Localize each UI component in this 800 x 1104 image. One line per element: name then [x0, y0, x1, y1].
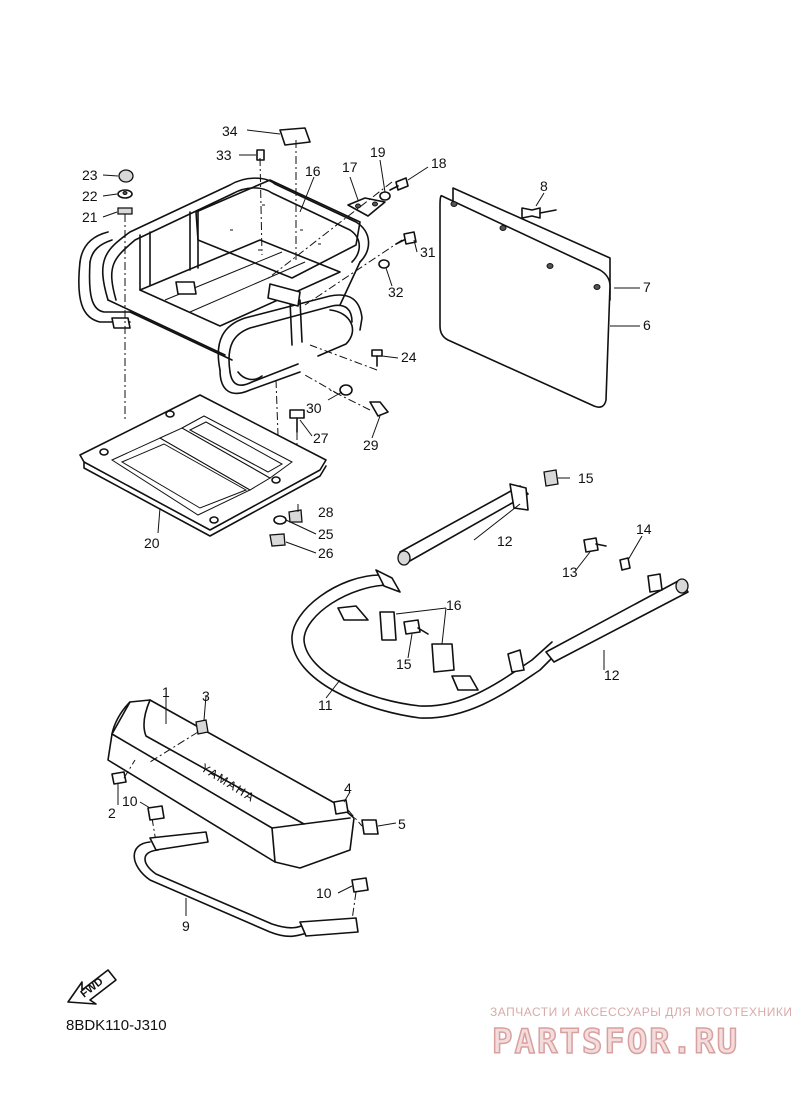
callout-labels: 34 33 23 22 21 16 17 19 18 8 7 6 31 32 2…: [82, 123, 652, 934]
callout: 31: [420, 244, 436, 260]
callout: 18: [431, 155, 447, 171]
callout: 20: [144, 535, 160, 551]
callout: 9: [182, 918, 190, 934]
plate-assembly: [439, 187, 611, 408]
callout: 21: [82, 209, 98, 225]
callout: 17: [342, 159, 358, 175]
callout: 4: [344, 780, 352, 796]
callout: 10: [316, 885, 332, 901]
callout: 22: [82, 188, 98, 204]
watermark-logo: PARTSFOR.RU: [491, 1021, 740, 1063]
callout: 32: [388, 284, 404, 300]
callout: 24: [401, 349, 417, 365]
callout: 11: [318, 697, 333, 713]
front-bumper: YAMAHA: [107, 699, 379, 869]
label-plate: [279, 127, 311, 146]
callout: 14: [636, 521, 652, 537]
callout: 8: [540, 178, 548, 194]
bumper-stay: [133, 805, 369, 938]
callout: 23: [82, 167, 98, 183]
diagram-code: 8BDK110-J310: [66, 1017, 167, 1034]
callout: 12: [604, 667, 620, 683]
callout: 30: [306, 400, 322, 416]
callout: 7: [643, 279, 651, 295]
callout: 16: [446, 597, 462, 613]
callout: 15: [396, 656, 412, 672]
callout: 16: [305, 163, 321, 179]
leader-lines: [102, 129, 643, 916]
callout: 34: [222, 123, 238, 139]
callout: 1: [162, 684, 170, 700]
side-frame-assembly: [291, 469, 689, 719]
callout: 5: [398, 816, 406, 832]
callout: 3: [202, 688, 210, 704]
callout: 27: [313, 430, 329, 446]
callout: 26: [318, 545, 334, 561]
callout: 29: [363, 437, 379, 453]
small-hardware-bottom: [269, 509, 303, 547]
callout: 19: [370, 144, 386, 160]
watermark-tagline: ЗАПЧАСТИ И АКСЕССУАРЫ ДЛЯ МОТОТЕХНИКИ: [490, 1005, 793, 1019]
callout: 13: [562, 564, 578, 580]
small-hardware-top: [117, 149, 417, 433]
rear-rack-assembly: [78, 177, 370, 395]
callout: 33: [216, 147, 232, 163]
callout: 12: [497, 533, 513, 549]
callout: 15: [578, 470, 594, 486]
callout: 25: [318, 526, 334, 542]
callout: 2: [108, 805, 116, 821]
fwd-arrow-icon: FWD: [67, 969, 117, 1005]
floor-plate: [79, 394, 327, 537]
callout: 6: [643, 317, 651, 333]
callout: 10: [122, 793, 138, 809]
callout: 28: [318, 504, 334, 520]
